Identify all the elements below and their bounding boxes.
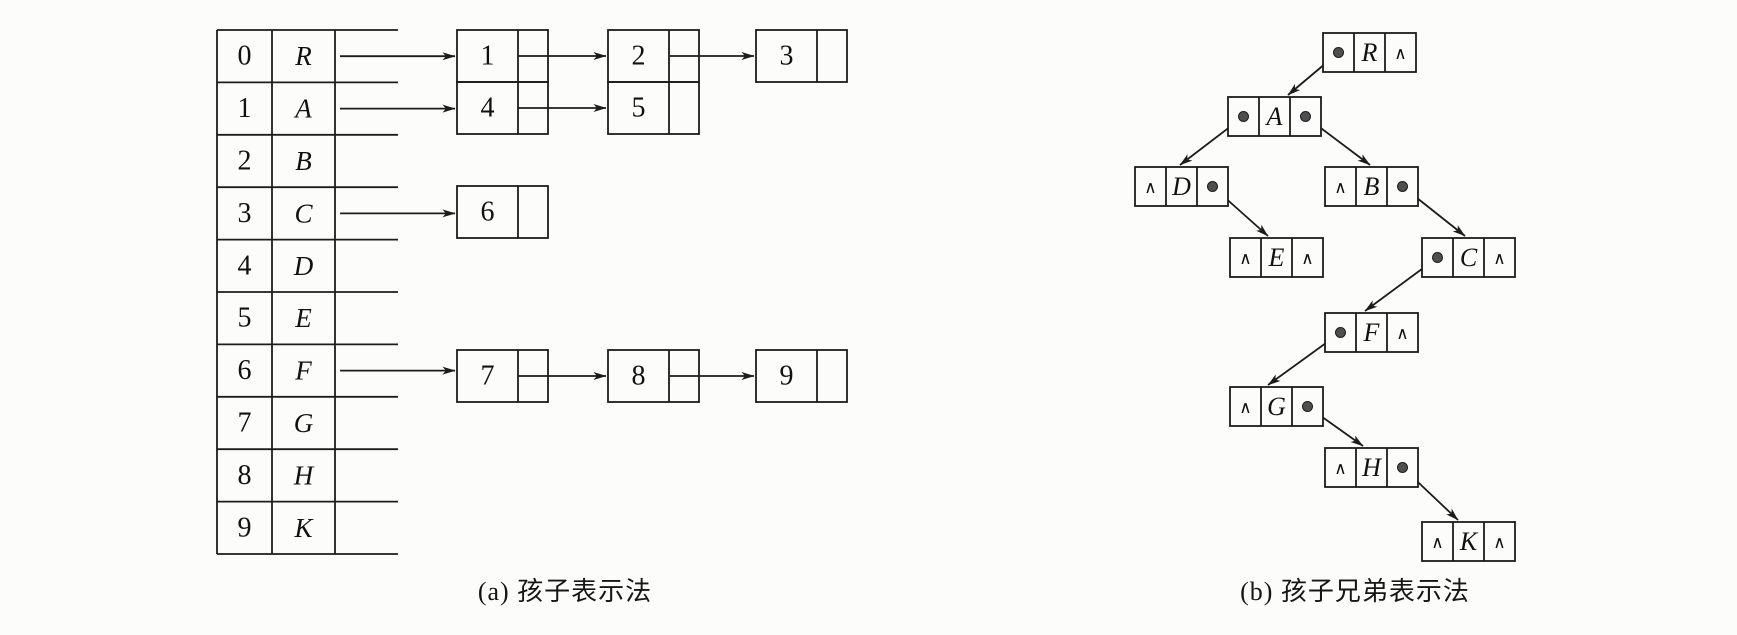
tree-node: G∧ [1229,386,1324,427]
table-letter-cell: R [294,41,312,71]
figure-a-caption: (a) 孩子表示法 [477,577,653,606]
child-node-value: 1 [481,41,495,72]
tree-node: R∧ [1322,32,1417,73]
table-index-cell: 9 [238,512,252,543]
tree-node-letter: H [1361,453,1382,482]
table-letter-cell: G [294,408,314,438]
table-index-cell: 0 [238,41,252,72]
left-null-symbol: ∧ [1239,398,1251,417]
table-index-cell: 4 [238,250,252,281]
tree-node: D∧ [1134,166,1229,207]
tree-node: E ∧ ∧ [1229,237,1324,278]
child-list: 1 2 3 [340,29,848,83]
left-null-symbol: ∧ [1239,249,1251,268]
child-node-value: 9 [780,361,794,392]
table-letter-cell: E [294,303,312,333]
table-letter-cell: C [294,198,313,228]
tree-node: A [1227,96,1322,137]
left-pointer-dot [1333,47,1344,58]
left-pointer-dot [1335,327,1346,338]
left-null-symbol: ∧ [1334,459,1346,478]
right-pointer-dot [1302,401,1313,412]
tree-node: B∧ [1324,166,1419,207]
right-pointer-dot [1397,181,1408,192]
tree-node-letter: R [1361,38,1378,67]
array-table-text: 0 R 1 A 2 B 3 C 4 D 5 E 6 F 7 G 8 H 9 K [238,41,315,544]
tree-node: K ∧ ∧ [1421,521,1516,562]
child-node-value: 5 [632,93,646,124]
left-null-symbol: ∧ [1144,178,1156,197]
table-index-cell: 1 [238,93,252,124]
child-node-value: 8 [632,361,646,392]
tree-node-letter: G [1267,392,1286,421]
table-index-cell: 3 [238,198,252,229]
table-index-cell: 7 [238,408,252,439]
left-null-symbol: ∧ [1334,178,1346,197]
tree-node-letter: C [1460,243,1478,272]
table-letter-cell: D [293,251,314,281]
tree-node: C∧ [1421,237,1516,278]
child-node-value: 2 [632,41,646,72]
table-index-cell: 8 [238,460,252,491]
child-list: 7 8 9 [340,349,848,403]
right-null-symbol: ∧ [1301,249,1313,268]
right-pointer-dot [1207,181,1218,192]
table-index-cell: 6 [238,355,252,386]
child-list-node: 6 [456,185,549,239]
table-index-cell: 5 [238,303,252,334]
child-node-value: 7 [481,361,495,392]
left-null-symbol: ∧ [1431,533,1443,552]
table-letter-cell: B [295,146,312,176]
table-letter-cell: H [293,460,315,490]
tree-node: F∧ [1324,312,1419,353]
left-pointer-dot [1238,111,1249,122]
right-null-symbol: ∧ [1394,44,1406,63]
tree-node-letter: A [1265,102,1283,131]
tree-node-letter: K [1459,527,1479,556]
tree-node-letter: F [1363,318,1381,347]
child-list-node: 5 [607,81,700,135]
table-letter-cell: A [293,94,312,124]
child-node-value: 4 [481,93,495,124]
left-pointer-dot [1432,252,1443,263]
right-null-symbol: ∧ [1493,533,1505,552]
tree-node-letter: D [1171,172,1191,201]
array-table-grid [216,29,398,555]
child-list-node: 3 [755,29,848,83]
tree-node: H∧ [1324,447,1419,488]
right-pointer-dot [1300,111,1311,122]
tree-node-letter: E [1268,243,1285,272]
right-null-symbol: ∧ [1493,249,1505,268]
table-letter-cell: F [294,356,312,386]
child-node-value: 6 [481,197,495,228]
right-pointer-dot [1397,462,1408,473]
child-list: 6 [340,185,549,239]
child-list-node: 9 [755,349,848,403]
right-null-symbol: ∧ [1396,324,1408,343]
table-letter-cell: K [293,513,314,543]
table-index-cell: 2 [238,146,252,177]
child-node-value: 3 [780,41,794,72]
figure-b-caption: (b) 孩子兄弟表示法 [1240,577,1470,606]
tree-node-letter: B [1364,172,1380,201]
child-sibling-representation-diagram: R∧AD∧B∧E∧∧C∧F∧G∧H∧K∧∧ [1134,32,1516,562]
